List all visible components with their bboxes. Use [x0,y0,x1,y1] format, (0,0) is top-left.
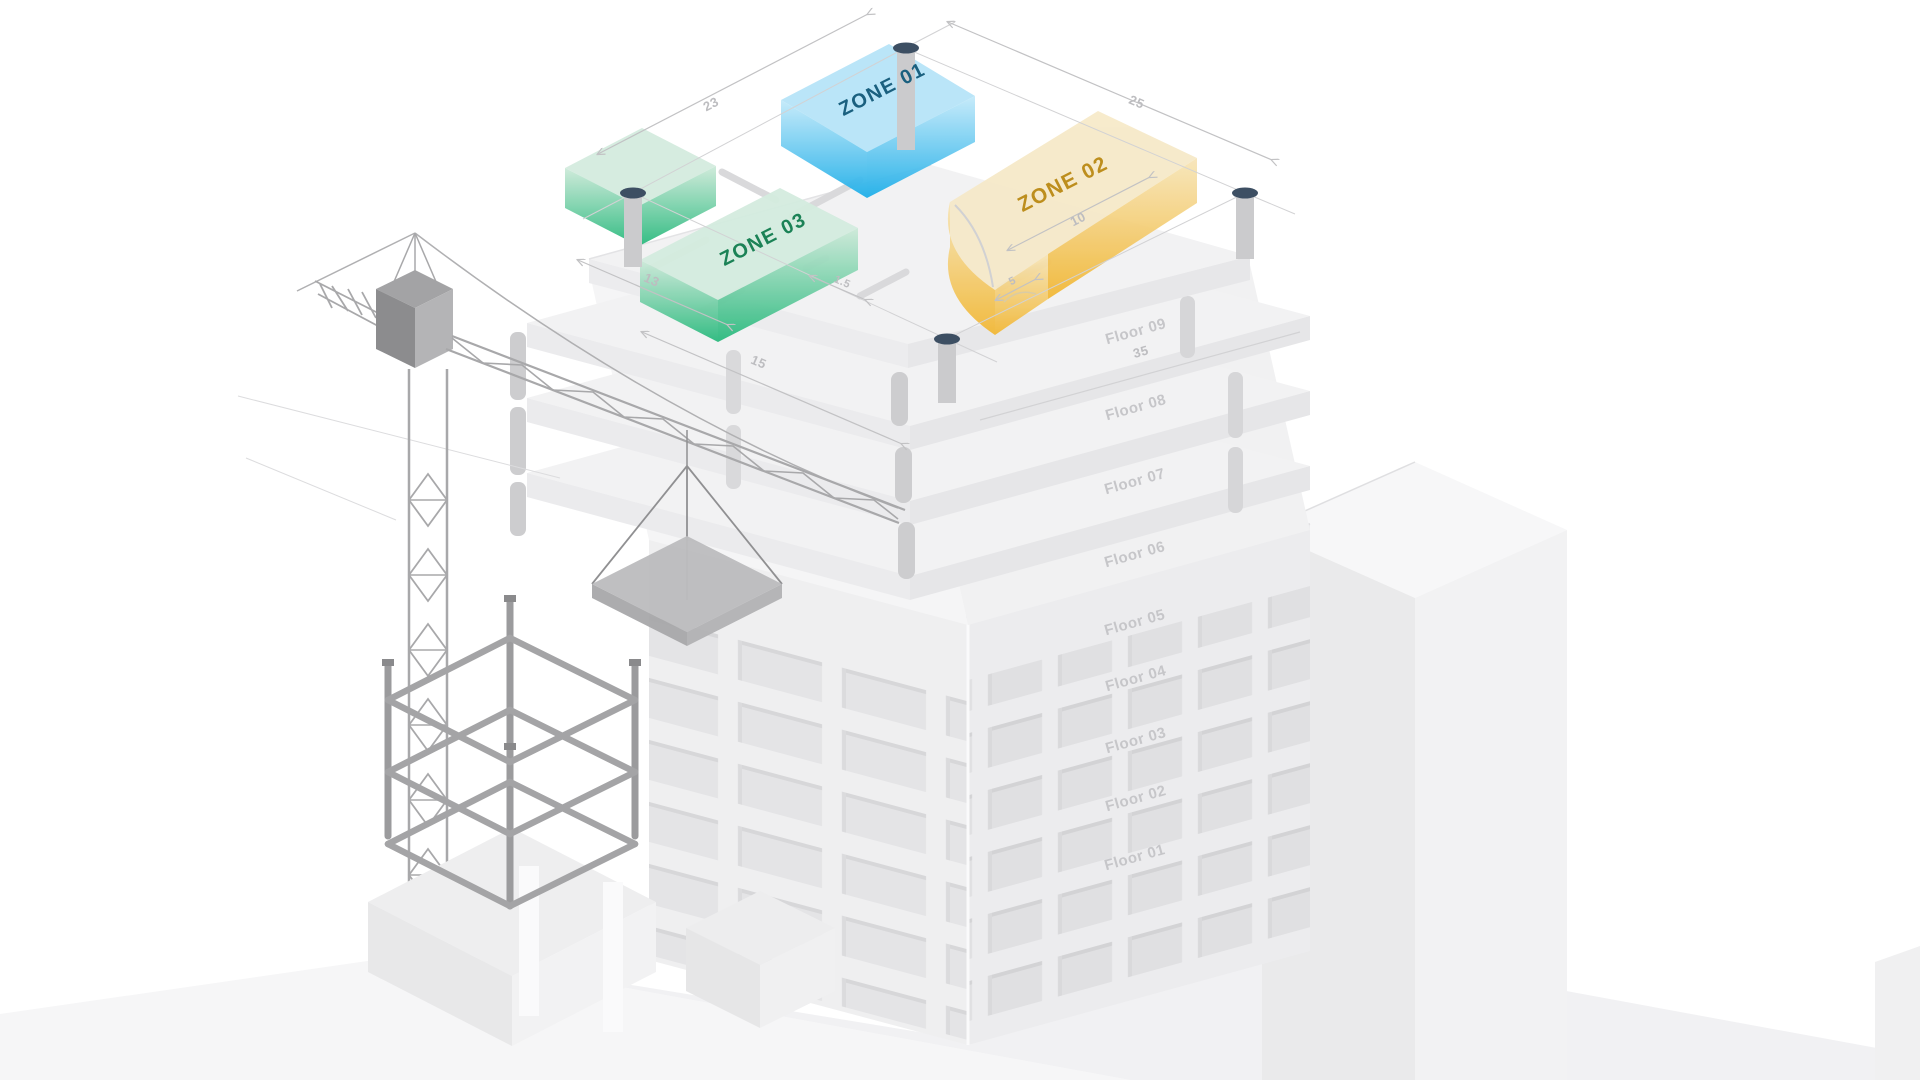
dim-label-25: 25 [1127,92,1147,112]
crane-counter-jib [314,280,379,327]
column-cap [893,42,919,54]
dim-line-5 [996,279,1036,300]
crane-cab [376,270,453,368]
door-swing-arc [954,204,994,288]
dim-label-5: 5 [1007,274,1018,288]
rebar-cage [382,595,641,910]
dim-label-23: 23 [701,94,722,114]
dim-label-13: 13 [642,270,662,290]
right-face-windows [968,586,1310,1042]
roof-corner-columns [620,42,1258,403]
dim-label-10: 10 [1068,209,1089,229]
dimension-lines [578,14,1301,444]
foundation-slot [519,866,539,1016]
dim-line-13 [578,260,728,325]
dim-line-1-5 [810,276,866,300]
column-cap [1232,187,1258,199]
column-cap [620,187,646,199]
dim-line-25 [948,22,1272,160]
dim-line-23 [598,14,868,154]
dim-label-15: 15 [749,352,769,372]
dim-line-10 [1008,177,1150,250]
dim-label-35: 35 [1131,342,1150,361]
column-cap [934,333,960,345]
dim-line-15 [642,332,902,444]
foundation-slot [603,882,623,1032]
dim-line-35 [979,331,1301,421]
far-right-structure [1875,946,1920,1080]
lifted-slab-panel [592,536,782,646]
